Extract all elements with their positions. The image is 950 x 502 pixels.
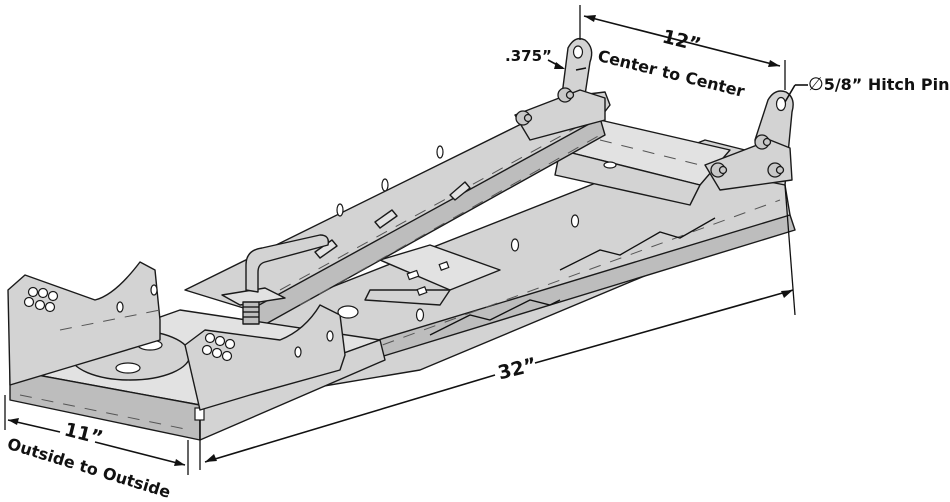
bolt-icon [754,134,772,150]
bolt-icon [515,110,533,126]
bolt-icon [710,162,728,178]
hitch-pin-label: 5/8” Hitch Pin [823,75,950,94]
bolt-icon [767,162,785,178]
dimension-plate-thickness: .375” [505,47,552,65]
front-left-plate [7,261,161,386]
push-frame-drawing [4,5,808,475]
bolt-icon [557,87,575,103]
middle-crossbar [364,244,501,306]
front-right-plate [184,304,359,411]
spring-lock-pin [221,234,330,325]
dimension-hitch-pin: ∅5/8” Hitch Pin [808,76,949,94]
right-mount-ear [704,90,794,191]
dimension-lines [4,5,808,475]
left-mount-ear [514,37,606,141]
diameter-symbol-icon: ∅ [808,74,824,95]
